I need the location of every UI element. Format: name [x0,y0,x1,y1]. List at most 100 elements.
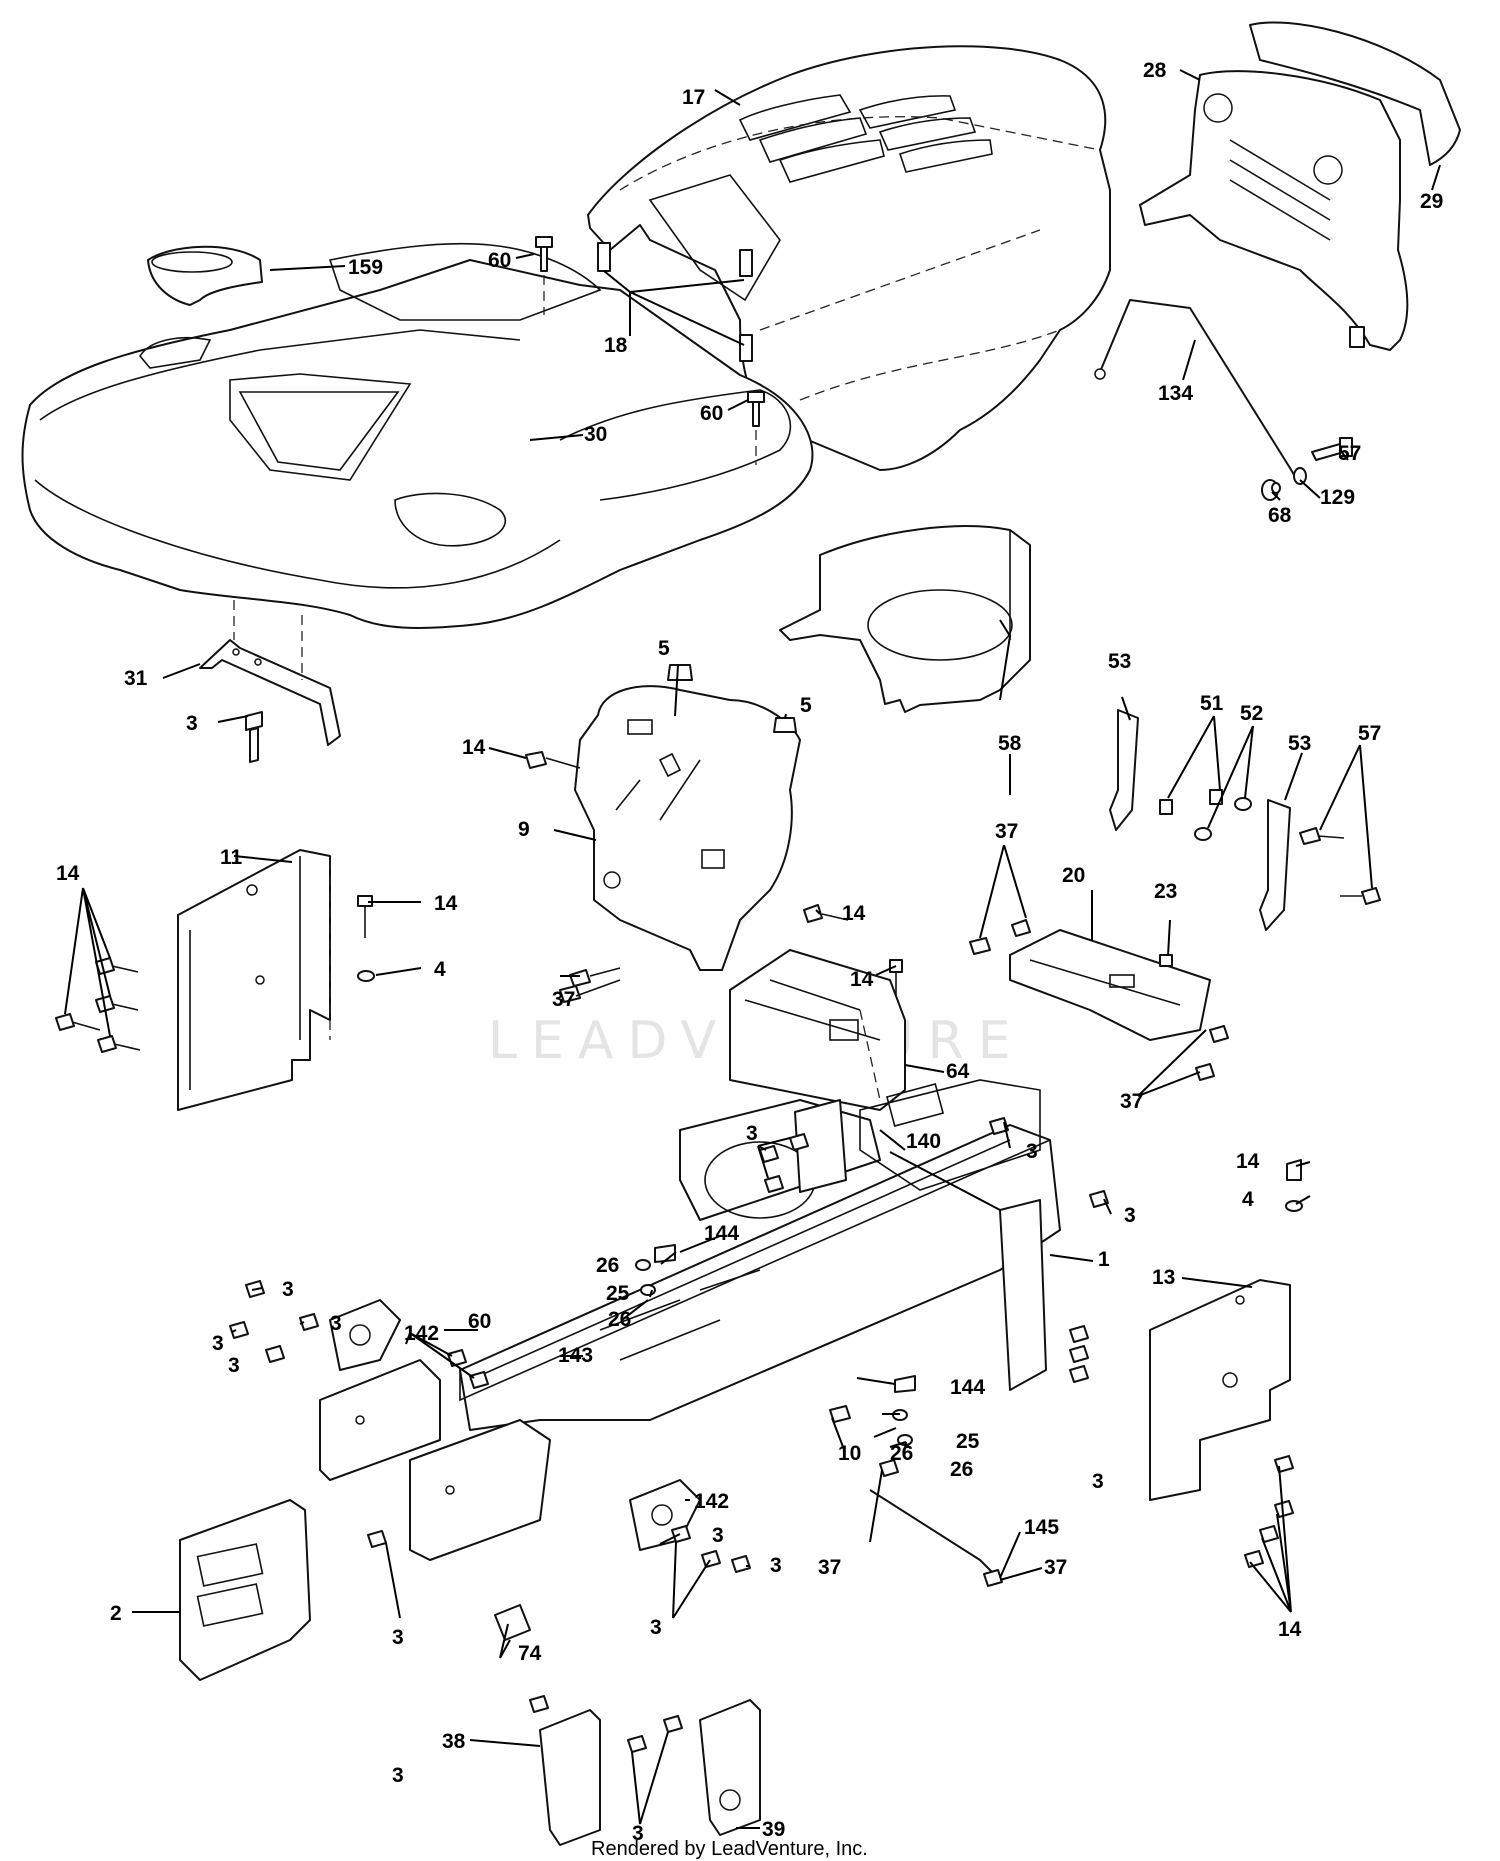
callout-145: 145 [1024,1516,1059,1539]
dash-nuts [667,664,797,733]
dash-bracket [729,949,906,1111]
callout-14-right: 14 [1236,1150,1260,1173]
callout-3-f2: 3 [330,1312,342,1335]
callout-4-right: 4 [1242,1188,1254,1211]
left-panel-bolts [55,895,375,1053]
callout-23: 23 [1154,880,1177,903]
callout-143: 143 [558,1344,593,1367]
callout-3-rear: 3 [746,1122,758,1145]
callout-11: 11 [220,846,243,869]
callout-3-f1: 3 [282,1278,294,1301]
callout-30: 30 [584,423,607,446]
callout-38: 38 [442,1730,466,1753]
footer-credit: Rendered by LeadVenture, Inc. [591,1838,868,1860]
callout-labels: 17 28 29 159 60 18 60 30 134 57 68 129 5… [56,59,1443,1845]
callout-14-panel-r: 14 [1278,1618,1302,1641]
callout-3-f3: 3 [212,1332,224,1355]
hood-pads [597,242,753,362]
callout-3-f4: 3 [228,1354,240,1377]
callout-37-rod: 37 [818,1556,841,1579]
callout-31: 31 [124,667,148,690]
callout-28: 28 [1143,59,1167,82]
callout-144-b: 144 [950,1376,985,1399]
callout-14-bolt: 14 [434,892,458,915]
callout-26-c: 26 [890,1442,913,1465]
callout-3-pedal-b: 3 [632,1822,644,1845]
callout-142-b: 142 [694,1490,729,1513]
callout-142-a: 142 [404,1322,439,1345]
callout-37-rod-b: 37 [1044,1556,1067,1579]
callout-57-rod: 57 [1338,442,1361,465]
callout-144-a: 144 [704,1222,739,1245]
callout-60-top: 60 [488,249,511,272]
fender-bracket [199,600,341,763]
callout-20: 20 [1062,864,1085,887]
leader-lines [64,69,1441,1829]
callout-39: 39 [762,1818,785,1841]
callout-14-panel: 14 [56,862,80,885]
callout-134: 134 [1158,382,1193,405]
callout-129: 129 [1320,486,1355,509]
callout-29: 29 [1420,190,1443,213]
pedal-brackets [539,1699,761,1846]
right-side-panel [1149,1279,1291,1501]
cup-holder [147,245,263,306]
callout-37-seat: 37 [995,820,1018,843]
grille-cap [1249,21,1461,166]
fender [21,242,814,629]
battery-tray [779,525,1031,713]
callout-3-bumper: 3 [392,1626,404,1649]
callout-18: 18 [604,334,628,357]
rod-hardware [1261,437,1353,501]
callout-9: 9 [518,818,530,841]
callout-14-tray: 14 [850,968,874,991]
hood [587,45,1111,471]
callout-26-a: 26 [596,1254,619,1277]
callout-26-b: 26 [608,1308,631,1331]
seat-brackets [1109,709,1381,931]
callout-51: 51 [1200,692,1224,715]
callout-5-b: 5 [800,694,812,717]
front-bumper [179,1499,311,1681]
callout-60-frame: 60 [468,1310,491,1333]
callout-37-dash: 37 [552,988,575,1011]
left-side-panel [177,849,331,1111]
callout-17: 17 [682,86,705,109]
fender-bolts [535,236,765,465]
callout-1: 1 [1098,1248,1110,1271]
rear-bracket-140 [794,1099,1047,1391]
callout-13: 13 [1152,1266,1175,1289]
callout-3-f6: 3 [712,1524,724,1547]
callout-140: 140 [906,1130,941,1153]
callout-3-top: 3 [1026,1140,1038,1163]
callout-58: 58 [998,732,1022,755]
callout-57-seat: 57 [1358,722,1381,745]
callout-14-dash: 14 [462,736,486,759]
callout-3-pedal: 3 [392,1764,404,1787]
callout-68: 68 [1268,504,1292,527]
callout-4-washer: 4 [434,958,446,981]
front-bracket-left [319,1359,551,1561]
callout-26-d: 26 [950,1458,973,1481]
seat-plate [969,919,1229,1081]
callout-37-plate: 37 [1120,1090,1143,1113]
callout-3-right: 3 [1124,1204,1136,1227]
callout-53-b: 53 [1288,732,1311,755]
callout-5-a: 5 [658,637,670,660]
callout-3-f8: 3 [650,1616,662,1639]
callout-3-f5: 3 [1092,1470,1104,1493]
callout-3-bracket: 3 [186,712,198,735]
callout-64: 64 [946,1060,970,1083]
dash-panel [574,685,801,971]
callout-60-mid: 60 [700,402,723,425]
callout-74: 74 [518,1642,542,1665]
callout-52: 52 [1240,702,1263,725]
callout-2: 2 [110,1602,122,1625]
callout-10: 10 [838,1442,861,1465]
callout-25-b: 25 [956,1430,980,1453]
callout-3-f7: 3 [770,1554,782,1577]
hood-support-rod [1094,299,1298,481]
callout-14-dash-r: 14 [842,902,866,925]
